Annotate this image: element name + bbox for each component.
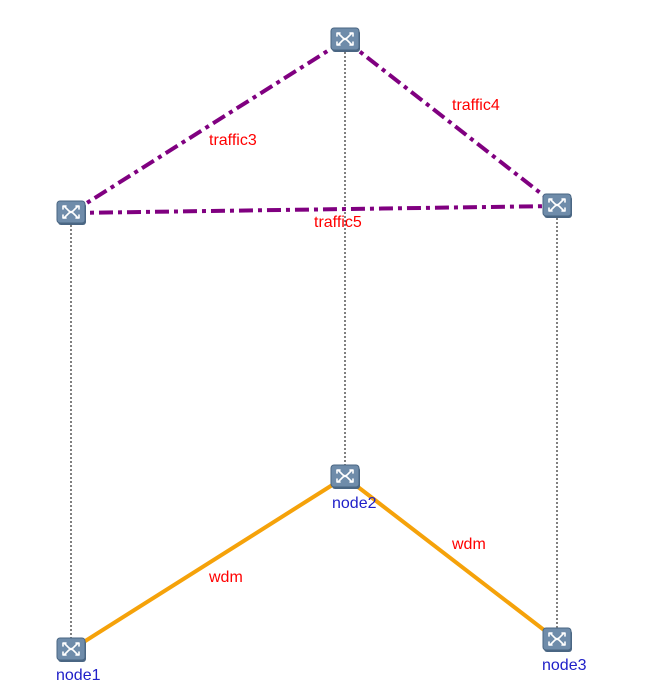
vertical-connectors (70, 40, 558, 650)
node-label-node1: node1 (56, 667, 101, 684)
switch-icon (62, 205, 80, 219)
traffic-link-traffic5[interactable] (70, 204, 558, 215)
switch-top-right[interactable] (542, 193, 572, 218)
traffic-link-traffic4[interactable] (343, 38, 559, 208)
switch-icon (548, 632, 566, 646)
switch-icon (336, 469, 354, 483)
link-label-wdm-2: wdm (451, 536, 486, 553)
switch-node2[interactable] (330, 464, 360, 489)
switch-icon (548, 198, 566, 212)
switch-top-left[interactable] (56, 200, 86, 225)
link-label-traffic3: traffic3 (209, 132, 257, 149)
switches (56, 27, 572, 662)
node-label-node2: node2 (332, 495, 377, 512)
labels: traffic3 traffic4 traffic5 wdm wdm node1 node2… (56, 97, 587, 684)
traffic-link-traffic3[interactable] (69, 38, 347, 215)
switch-icon (62, 642, 80, 656)
wdm-link-wdm-1[interactable] (69, 475, 347, 652)
node-label-node3: node3 (542, 657, 587, 674)
wdm-link-wdm-2[interactable] (343, 475, 559, 642)
switch-node3[interactable] (542, 627, 572, 652)
links (69, 38, 559, 652)
switch-node1[interactable] (56, 637, 86, 662)
link-label-traffic4: traffic4 (452, 97, 500, 114)
link-label-wdm-1: wdm (208, 569, 243, 586)
switch-top-center[interactable] (330, 27, 360, 52)
switch-icon (336, 32, 354, 46)
link-label-traffic5: traffic5 (314, 214, 362, 231)
